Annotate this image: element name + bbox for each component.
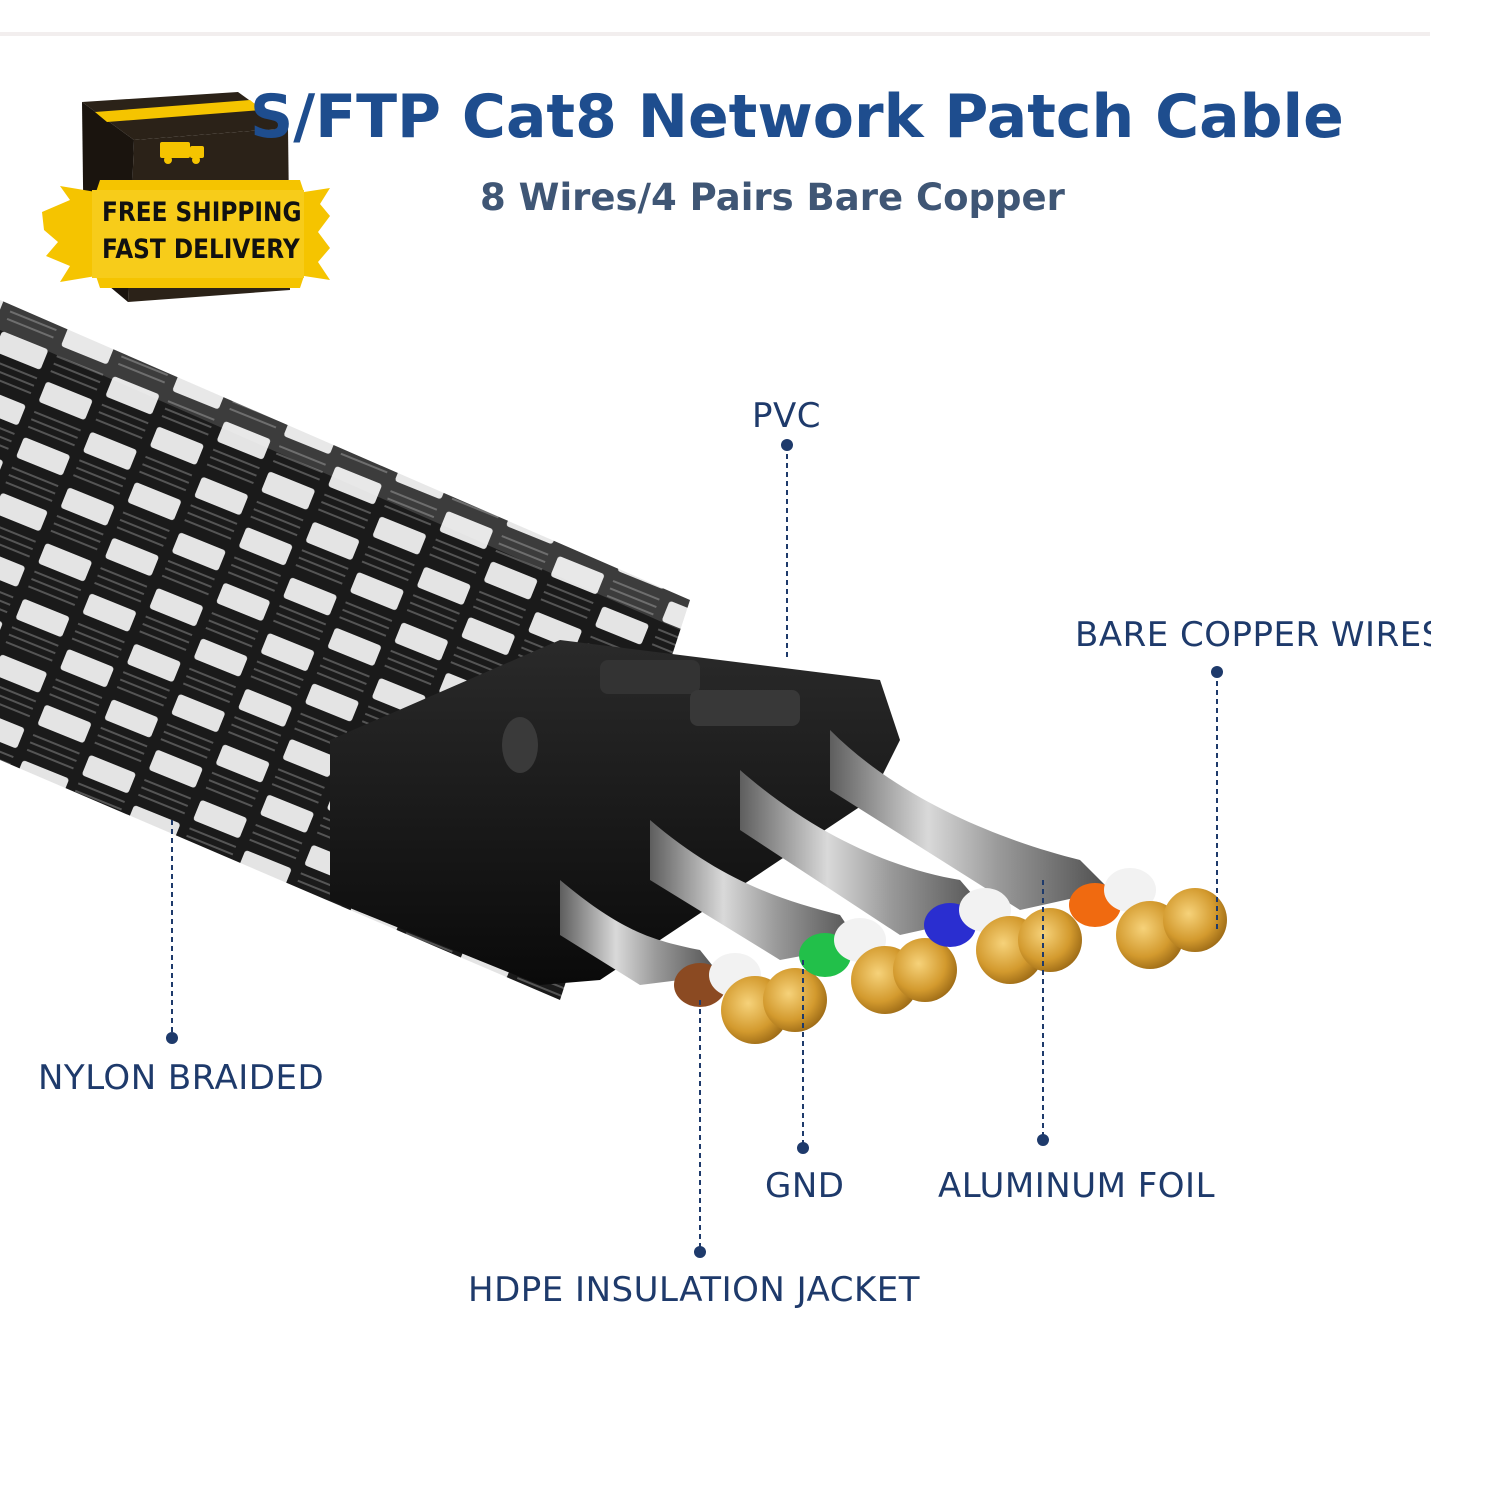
wire-pair-orange (1069, 868, 1227, 969)
pvc-jacket (330, 640, 900, 985)
badge-free-shipping: FREE SHIPPING (102, 197, 302, 228)
jacket-slot (600, 660, 700, 694)
label-hdpe-insulation-jacket: HDPE INSULATION JACKET (468, 1270, 920, 1310)
truck-icon (160, 142, 204, 164)
callout-dots (166, 439, 1223, 1258)
jacket-slot (690, 690, 800, 726)
wire-pair-blue (924, 888, 1082, 984)
jacket-hole (502, 717, 538, 773)
page-subtitle: 8 Wires/4 Pairs Bare Copper (480, 176, 1065, 219)
label-aluminum-foil: ALUMINUM FOIL (938, 1166, 1216, 1206)
label-gnd: GND (765, 1166, 845, 1206)
wire-pair-green (799, 918, 957, 1014)
wire-pair-brown (674, 953, 827, 1044)
shielded-pairs (560, 730, 1110, 985)
top-divider (0, 32, 1430, 36)
box-tape (95, 100, 262, 122)
label-nylon-braided: NYLON BRAIDED (38, 1058, 325, 1098)
callout-leaders (171, 445, 1218, 1252)
badge-plate (92, 190, 304, 278)
badge-fast-delivery: FAST DELIVERY (102, 234, 300, 265)
label-pvc: PVC (752, 396, 822, 436)
page-title: S/FTP Cat8 Network Patch Cable (250, 82, 1344, 152)
label-bare-copper-wires: BARE COPPER WIRES (1075, 615, 1431, 655)
free-shipping-badge (42, 92, 330, 302)
